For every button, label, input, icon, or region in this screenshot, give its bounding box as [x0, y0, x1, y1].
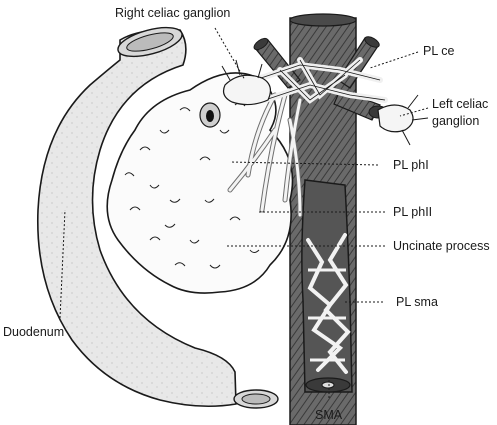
left-celiac-ganglion [377, 94, 429, 146]
leader-lines [59, 27, 429, 398]
label-left-celiac-ganglion-line1: Left celiac [432, 97, 488, 111]
duodenum [36, 26, 279, 409]
label-sma: SMA [315, 408, 343, 422]
pancreatic-plexus [227, 92, 303, 218]
label-pl-sma: PL sma [396, 295, 438, 309]
pancreas-head [106, 72, 294, 294]
leader-right-celiac-ganglion [214, 27, 246, 81]
label-pl-ce: PL ce [423, 44, 455, 58]
sma-vessel [301, 179, 353, 393]
labels: Right celiac ganglion PL ce Left celiac … [3, 6, 490, 422]
celiac-plexus [252, 57, 388, 104]
label-uncinate-process: Uncinate process [393, 239, 490, 253]
label-duodenum: Duodenum [3, 325, 64, 339]
right-celiac-ganglion [221, 59, 272, 106]
label-left-celiac-ganglion-line2: ganglion [432, 114, 479, 128]
label-pl-phi: PL phI [393, 158, 429, 172]
leader-pl-phi [229, 161, 379, 166]
leader-left-celiac-ganglion [399, 107, 429, 117]
label-pl-phii: PL phII [393, 205, 432, 219]
label-right-celiac-ganglion: Right celiac ganglion [115, 6, 230, 20]
leader-pl-ce [369, 51, 419, 69]
